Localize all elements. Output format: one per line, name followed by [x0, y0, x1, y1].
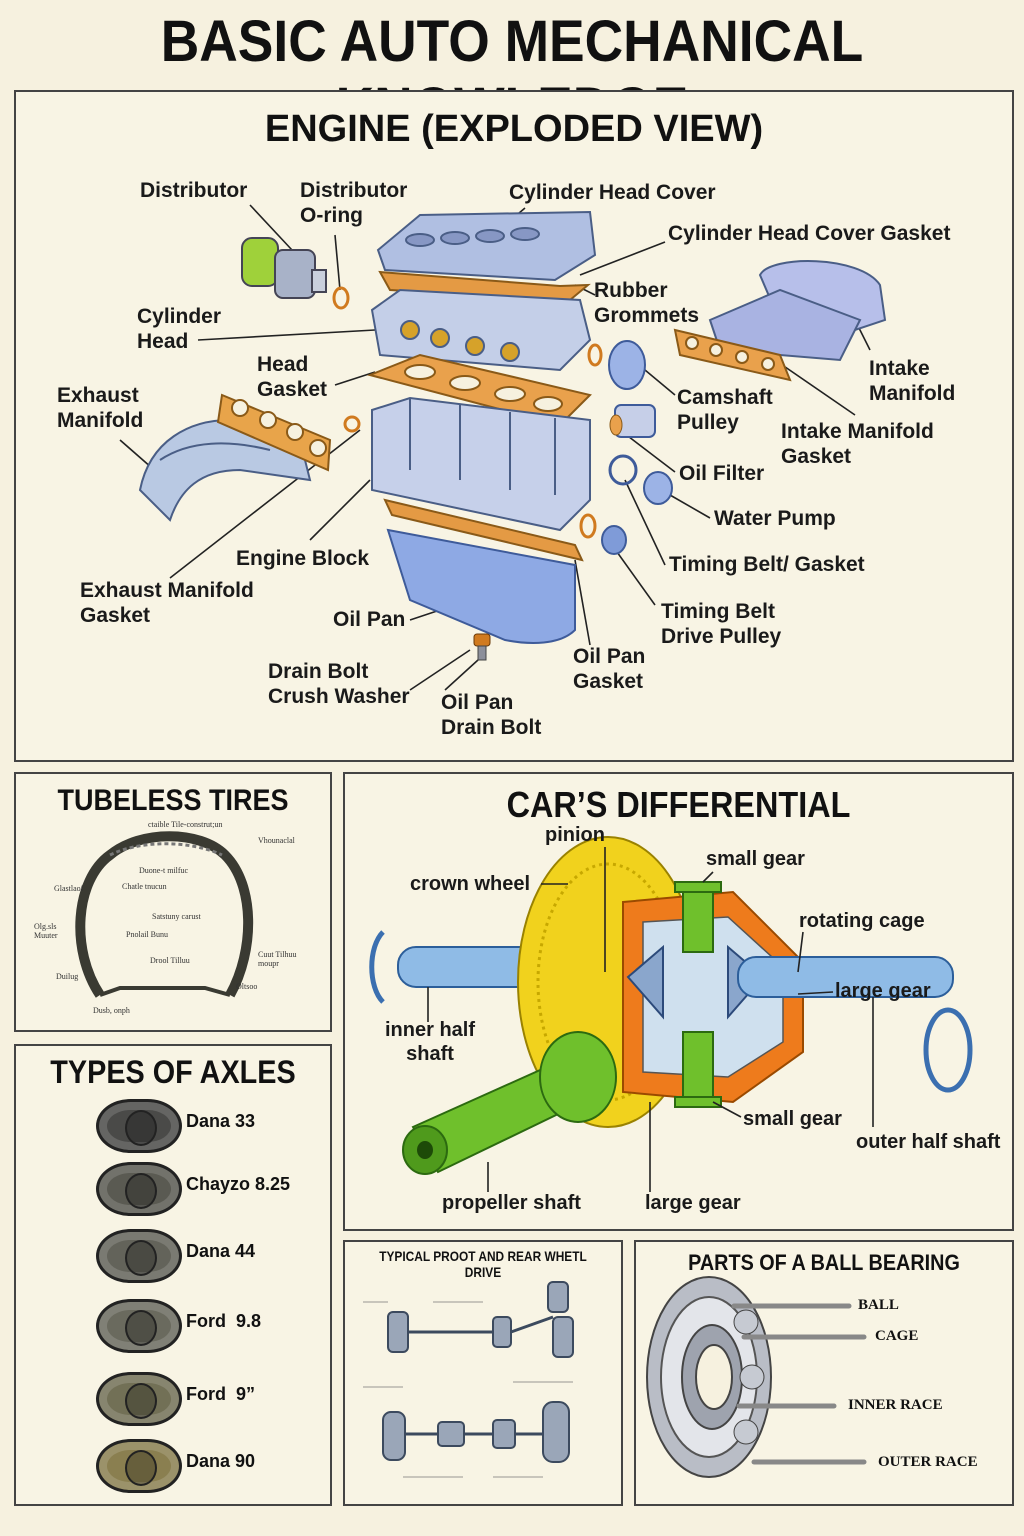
label-drain-bolt-crush-washer: Drain Bolt Crush Washer — [268, 660, 410, 708]
label-cylinder-head: Cylinder Head — [137, 305, 222, 353]
label-engine-block: Engine Block — [236, 547, 370, 570]
tire-label: Satstuny carust — [152, 912, 201, 921]
diff-label-propeller-shaft: propeller shaft — [442, 1192, 581, 1214]
axle-item: Dana 33 — [92, 1097, 322, 1153]
tire-label: Chatle tnucun — [122, 882, 167, 891]
label-water-pump: Water Pump — [714, 507, 836, 530]
axle-housing-icon — [96, 1099, 182, 1153]
ball-bearing-diagram — [646, 1276, 867, 1478]
label-distributor: Distributor — [140, 179, 248, 202]
label-exhaust-manifold-gasket: Exhaust Manifold Gasket — [80, 579, 254, 627]
label-timing-belt-drive-pulley: Timing Belt Drive Pulley — [661, 600, 782, 648]
axle-name: Dana 33 — [186, 1111, 256, 1131]
label-timing-belt-gasket: Timing Belt/ Gasket — [669, 553, 865, 576]
diff-label-small-gear-top: small gear — [706, 848, 805, 870]
axle-item: Chayzo 8.25 — [92, 1160, 322, 1216]
tire-label: Cuut Tilhuu moupr — [258, 950, 297, 968]
label-cylinder-head-cover: Cylinder Head Cover — [509, 181, 716, 204]
axle-name: Dana 90 — [186, 1451, 256, 1471]
axles-title: TYPES OF AXLES — [50, 1054, 296, 1090]
tire-label: Duone-t milfuc — [139, 866, 189, 875]
axle-item: Dana 44 — [92, 1227, 322, 1283]
tires-title: TUBELESS TIRES — [57, 784, 289, 817]
diff-label-inner-half-shaft: inner half shaft — [385, 1019, 476, 1065]
bearing-label-inner-race: INNER RACE — [848, 1397, 943, 1413]
label-intake-manifold: Intake Manifold — [869, 357, 956, 405]
engine-panel: ENGINE (EXPLODED VIEW) — [14, 90, 1014, 762]
tire-label: Drool Tilluu — [150, 956, 190, 965]
label-intake-manifold-gasket: Intake Manifold Gasket — [781, 420, 934, 468]
differential-diagram — [369, 836, 973, 1192]
axle-housing-icon — [96, 1372, 182, 1426]
differential-title: CAR’S DIFFERENTIAL — [506, 784, 851, 825]
tire-label: Duilug — [56, 972, 79, 981]
tire-label: ctaible Tile-construt;un — [148, 820, 223, 829]
label-exhaust-manifold: Exhaust Manifold — [57, 384, 144, 432]
axle-hub-icon — [125, 1383, 157, 1419]
bearing-label-ball: BALL — [858, 1297, 899, 1313]
label-rubber-grommets: Rubber Grommets — [594, 279, 700, 327]
axle-housing-icon — [96, 1299, 182, 1353]
label-oil-pan-gasket: Oil Pan Gasket — [573, 645, 646, 693]
axle-name: Chayzo 8.25 — [186, 1174, 291, 1194]
bearing-label-cage: CAGE — [875, 1328, 919, 1344]
engine-exploded-diagram — [119, 204, 887, 691]
diff-label-small-gear-bottom: small gear — [743, 1108, 842, 1130]
axle-housing-icon — [96, 1229, 182, 1283]
axle-name: Ford 9.8 — [186, 1311, 262, 1331]
tire-label: Dusb, onph — [93, 1006, 130, 1015]
label-oil-filter: Oil Filter — [679, 462, 765, 485]
differential-panel: CAR’S DIFFERENTIAL — [343, 772, 1014, 1231]
drive-panel: TYPICAL PROOT AND REAR WHETL DRIVE — [343, 1240, 623, 1506]
axle-hub-icon — [125, 1110, 157, 1146]
label-head-gasket: Head Gasket — [257, 353, 328, 401]
tire-cross-section — [75, 831, 254, 998]
diff-label-large-gear-bottom: large gear — [645, 1192, 741, 1214]
axle-item: Ford 9” — [92, 1370, 322, 1426]
engine-title: ENGINE (EXPLODED VIEW) — [264, 108, 764, 150]
tire-label: Oltsoo — [236, 982, 258, 991]
label-cylinder-head-cover-gasket: Cylinder Head Cover Gasket — [668, 222, 951, 245]
tire-label: Olg.sls Muuter — [34, 922, 58, 940]
axle-housing-icon — [96, 1162, 182, 1216]
axle-hub-icon — [125, 1310, 157, 1346]
axle-name: Dana 44 — [186, 1241, 256, 1261]
diff-label-pinion: pinion — [545, 824, 605, 846]
diff-label-rotating-cage: rotating cage — [799, 910, 925, 932]
label-oil-pan: Oil Pan — [333, 608, 406, 631]
bearing-label-outer-race: OUTER RACE — [878, 1454, 978, 1470]
tire-label: Vhounaclal — [258, 836, 295, 845]
drive-schematic — [363, 1281, 574, 1478]
label-camshaft-pulley: Camshaft Pulley — [677, 386, 773, 434]
tire-label: Glastlaof — [54, 884, 84, 893]
diff-label-outer-half-shaft: outer half shaft — [856, 1131, 1001, 1153]
drive-title: TYPICAL PROOT AND REAR WHETL DRIVE — [379, 1248, 587, 1280]
axle-name: Ford 9” — [186, 1384, 256, 1404]
label-oil-pan-drain-bolt: Oil Pan Drain Bolt — [441, 691, 542, 739]
diff-label-crown-wheel: crown wheel — [410, 873, 531, 895]
axle-hub-icon — [125, 1173, 157, 1209]
axle-hub-icon — [125, 1240, 157, 1276]
axle-item: Dana 90 — [92, 1437, 322, 1493]
axle-item: Ford 9.8 — [92, 1297, 322, 1353]
diff-label-large-gear-right: large gear — [835, 980, 931, 1002]
label-distributor-oring: Distributor O-ring — [300, 179, 408, 227]
axle-hub-icon — [125, 1450, 157, 1486]
axle-housing-icon — [96, 1439, 182, 1493]
tire-label: Pnolail Bunu — [126, 930, 169, 939]
bearing-title: PARTS OF A BALL BEARING — [688, 1250, 960, 1275]
